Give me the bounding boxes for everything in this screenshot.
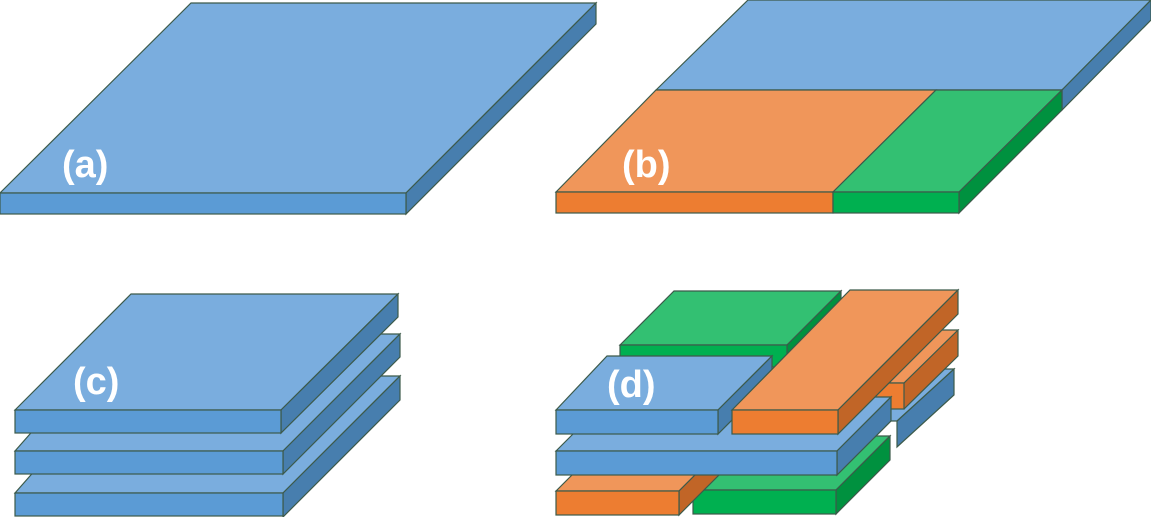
panel-a-single-slab bbox=[0, 1, 598, 216]
slab-front bbox=[0, 192, 407, 215]
panel-c-stacked-slabs bbox=[13, 292, 402, 517]
panel-d-stacked-blocks bbox=[554, 288, 960, 517]
stacked-slab-top bbox=[13, 292, 400, 435]
orange-region-front bbox=[555, 191, 834, 214]
block-orange-top bbox=[730, 288, 960, 436]
panel-b-partitioned-slab bbox=[554, 0, 1151, 215]
green-region-front bbox=[832, 191, 960, 214]
